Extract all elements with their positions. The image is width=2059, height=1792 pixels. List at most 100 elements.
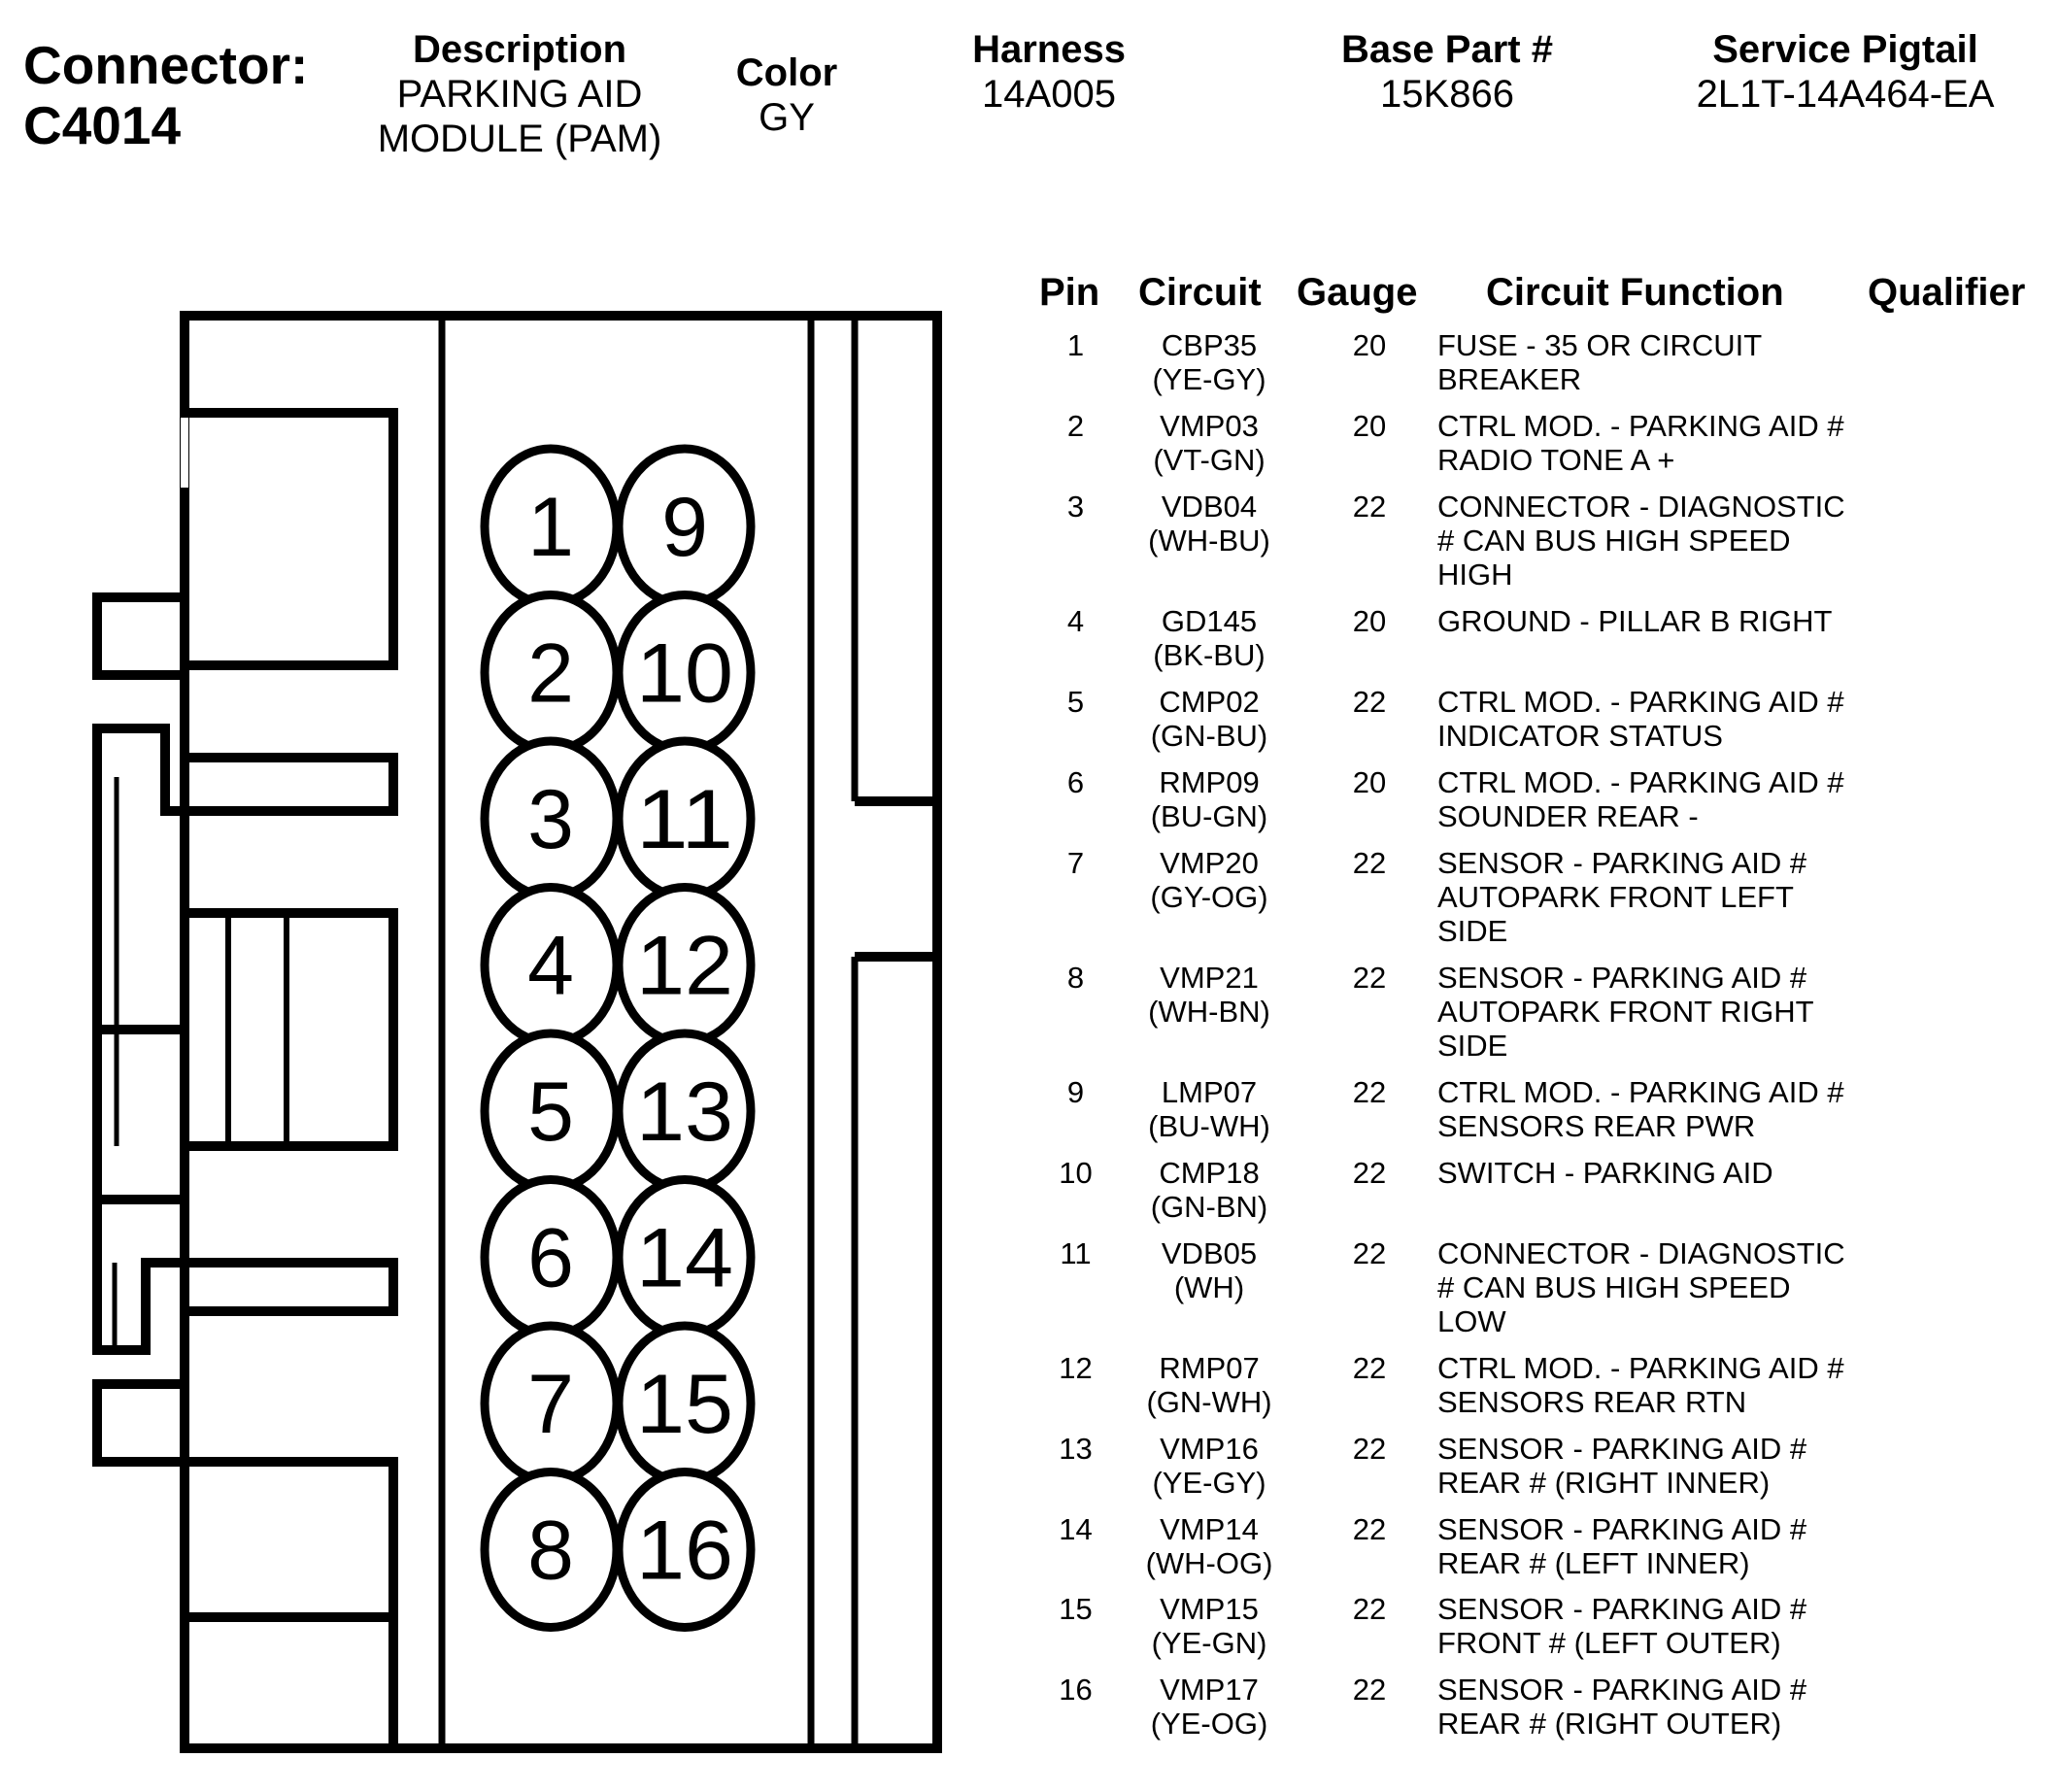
pin-number: 11 bbox=[1060, 1236, 1092, 1270]
gauge-cell: 22 bbox=[1352, 1673, 1387, 1707]
pin-cavity: 13 bbox=[614, 1029, 756, 1194]
wire-color: (WH-BN) bbox=[1148, 995, 1270, 1029]
gauge-cell: 22 bbox=[1352, 1432, 1387, 1466]
circuit-function-cell: CTRL MOD. - PARKING AID # SENSORS REAR R… bbox=[1437, 1351, 1844, 1419]
column-header-qualifier: Qualifier bbox=[1868, 271, 2026, 314]
pin-cavity-number: 12 bbox=[636, 920, 733, 1013]
gauge-cell: 22 bbox=[1352, 1512, 1387, 1546]
pin-number: 7 bbox=[1066, 846, 1085, 880]
circuit-cell: RMP07(GN-WH) bbox=[1127, 1351, 1292, 1419]
pin-cavity-number: 4 bbox=[527, 920, 574, 1013]
circuit-cell: CBP35(YE-GY) bbox=[1127, 328, 1292, 396]
circuit-cell: VMP15(YE-GN) bbox=[1127, 1592, 1292, 1660]
circuit-cell: VDB04(WH-BU) bbox=[1127, 490, 1292, 558]
circuit-id: VDB04 bbox=[1161, 490, 1258, 524]
connector-title: Connector: C4014 bbox=[23, 35, 308, 155]
connector-left-features bbox=[92, 316, 398, 1748]
pin-cavity: 12 bbox=[614, 883, 756, 1047]
pin-cavity-number: 10 bbox=[636, 627, 733, 721]
wire-color: (VT-GN) bbox=[1153, 443, 1266, 477]
harness-value: 14A005 bbox=[982, 73, 1116, 116]
base-part-value: 15K866 bbox=[1380, 73, 1514, 116]
gauge-cell: 22 bbox=[1352, 1351, 1387, 1385]
circuit-id: VMP21 bbox=[1160, 961, 1259, 995]
circuit-id: VMP16 bbox=[1160, 1432, 1259, 1466]
wire-color: (GN-WH) bbox=[1146, 1385, 1272, 1419]
pin-cavity: 5 bbox=[480, 1029, 622, 1194]
circuit-cell: LMP07(BU-WH) bbox=[1127, 1075, 1292, 1143]
circuit-id: LMP07 bbox=[1161, 1075, 1258, 1109]
wire-color: (BU-GN) bbox=[1150, 799, 1268, 833]
wire-color: (YE-GY) bbox=[1152, 362, 1266, 396]
pin-number: 16 bbox=[1059, 1673, 1093, 1707]
pin-cavity: 10 bbox=[614, 591, 756, 755]
circuit-function-cell: SENSOR - PARKING AID # REAR # (LEFT INNE… bbox=[1437, 1512, 1807, 1580]
pin-number: 12 bbox=[1059, 1351, 1093, 1385]
description-value: PARKING AID MODULE (PAM) bbox=[377, 73, 662, 160]
harness-field: Harness 14A005 bbox=[932, 27, 1165, 117]
circuit-function-cell: CTRL MOD. - PARKING AID # RADIO TONE A + bbox=[1437, 409, 1844, 477]
circuit-cell: VMP14(WH-OG) bbox=[1127, 1512, 1292, 1580]
circuit-id: CMP02 bbox=[1159, 685, 1260, 719]
pin-cavity: 11 bbox=[614, 736, 756, 901]
pin-cavity-number: 5 bbox=[527, 1065, 574, 1159]
circuit-function-cell: SENSOR - PARKING AID # AUTOPARK FRONT LE… bbox=[1437, 846, 1807, 948]
gauge-cell: 22 bbox=[1352, 685, 1387, 719]
gauge-cell: 22 bbox=[1352, 846, 1387, 880]
gauge-cell: 22 bbox=[1352, 1156, 1387, 1190]
wire-color: (YE-GY) bbox=[1152, 1466, 1266, 1500]
wire-color: (BU-WH) bbox=[1148, 1109, 1270, 1143]
pin-cavity-outline bbox=[614, 1468, 756, 1632]
pin-number: 5 bbox=[1066, 685, 1085, 719]
pin-number: 3 bbox=[1066, 490, 1085, 524]
wire-color: (WH-BU) bbox=[1148, 524, 1270, 558]
pin-cavity-number: 8 bbox=[527, 1505, 574, 1598]
locking-ramp-bottom bbox=[92, 1200, 398, 1355]
gauge-cell: 20 bbox=[1352, 604, 1387, 638]
pin-number: 8 bbox=[1066, 961, 1085, 995]
pin-cavity-number: 15 bbox=[636, 1358, 733, 1451]
lower-side-latch bbox=[92, 1311, 398, 1748]
pin-cavity: 8 bbox=[480, 1468, 622, 1632]
circuit-cell: VMP16(YE-GY) bbox=[1127, 1432, 1292, 1500]
color-label: Color bbox=[735, 51, 838, 94]
service-pigtail-label: Service Pigtail bbox=[1712, 28, 1978, 71]
circuit-cell: RMP09(BU-GN) bbox=[1127, 765, 1292, 833]
gauge-cell: 20 bbox=[1352, 765, 1387, 799]
circuit-id: RMP07 bbox=[1159, 1351, 1260, 1385]
pin-cavity: 2 bbox=[480, 591, 622, 755]
base-part-field: Base Part # 15K866 bbox=[1321, 27, 1573, 117]
circuit-function-cell: FUSE - 35 OR CIRCUIT BREAKER bbox=[1437, 328, 1763, 396]
gauge-cell: 20 bbox=[1352, 409, 1387, 443]
pin-cavity-number: 9 bbox=[661, 481, 708, 574]
column-header-circuit: Circuit bbox=[1138, 271, 1262, 314]
circuit-id: RMP09 bbox=[1159, 765, 1260, 799]
pin-number: 13 bbox=[1059, 1432, 1093, 1466]
wire-color: (BK-BU) bbox=[1153, 638, 1266, 672]
pin-cavity-number: 6 bbox=[527, 1212, 574, 1305]
circuit-cell: VMP21(WH-BN) bbox=[1127, 961, 1292, 1029]
circuit-function-cell: CONNECTOR - DIAGNOSTIC # CAN BUS HIGH SP… bbox=[1437, 490, 1845, 592]
pin-number: 15 bbox=[1059, 1592, 1093, 1626]
circuit-id: VMP14 bbox=[1160, 1512, 1259, 1546]
gauge-cell: 20 bbox=[1352, 328, 1387, 362]
pin-cavity-number: 7 bbox=[527, 1358, 574, 1451]
gauge-cell: 22 bbox=[1352, 490, 1387, 524]
pin-cavity: 6 bbox=[480, 1175, 622, 1339]
service-pigtail-value: 2L1T-14A464-EA bbox=[1696, 73, 1995, 116]
circuit-id: VMP03 bbox=[1160, 409, 1259, 443]
circuit-id: VDB05 bbox=[1161, 1236, 1258, 1270]
circuit-function-cell: CTRL MOD. - PARKING AID # SOUNDER REAR - bbox=[1437, 765, 1844, 833]
pin-cavity: 1 bbox=[480, 444, 622, 609]
pin-number: 2 bbox=[1066, 409, 1085, 443]
pin-cavity-number: 14 bbox=[636, 1212, 733, 1305]
pin-number: 14 bbox=[1059, 1512, 1093, 1546]
pin-cavity-number: 3 bbox=[527, 773, 574, 866]
pin-cavity-number: 13 bbox=[636, 1065, 733, 1159]
circuit-function-cell: SENSOR - PARKING AID # AUTOPARK FRONT RI… bbox=[1437, 961, 1814, 1063]
connector-label: Connector: bbox=[23, 35, 309, 95]
circuit-cell: CMP18(GN-BN) bbox=[1127, 1156, 1292, 1224]
wire-color: (YE-OG) bbox=[1150, 1707, 1268, 1741]
harness-label: Harness bbox=[972, 28, 1126, 71]
